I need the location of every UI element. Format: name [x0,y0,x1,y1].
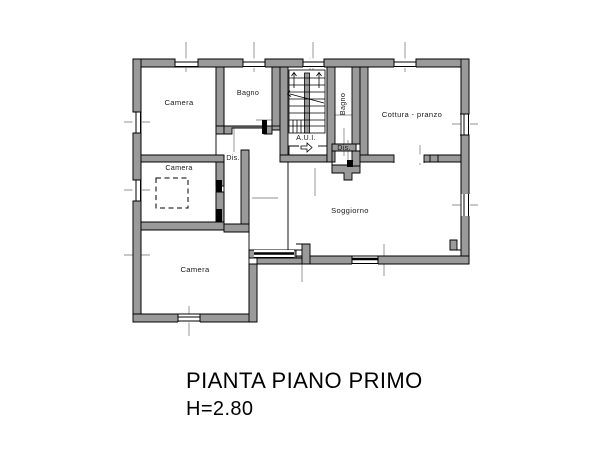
room-camera-bottom-left [140,230,250,315]
room-camera-middle-left [140,161,225,231]
title-block: PIANTA PIANO PRIMO H=2.80 [186,368,423,420]
stairwell-aui [279,66,328,163]
label-camera-top-left: Camera [164,98,194,107]
plan-title: PIANTA PIANO PRIMO [186,368,423,393]
room-labels: Camera Bagno Bagno A.U.I. Cottura - pran… [164,88,442,274]
room-dis-right [331,150,361,181]
room-bagno-vertical [326,66,361,163]
label-aui: A.U.I. [296,133,316,142]
room-soggiorno [248,154,462,265]
label-dis-right: Dis. [337,143,351,152]
label-soggiorno: Soggiorno [331,206,369,215]
label-cottura-pranzo: Cottura - pranzo [382,110,442,119]
label-camera-middle-left: Camera [165,163,192,172]
door-bagno [262,120,280,134]
window-openings [132,58,470,323]
plan-height-note: H=2.80 [186,398,253,420]
label-bagno-top: Bagno [237,88,259,97]
dashed-feature-box [155,177,189,209]
label-bagno-vertical: Bagno [338,93,347,115]
label-camera-bottom-left: Camera [180,265,210,274]
room-camera-top-left [140,66,225,163]
label-dis-left: Dis. [226,153,240,162]
